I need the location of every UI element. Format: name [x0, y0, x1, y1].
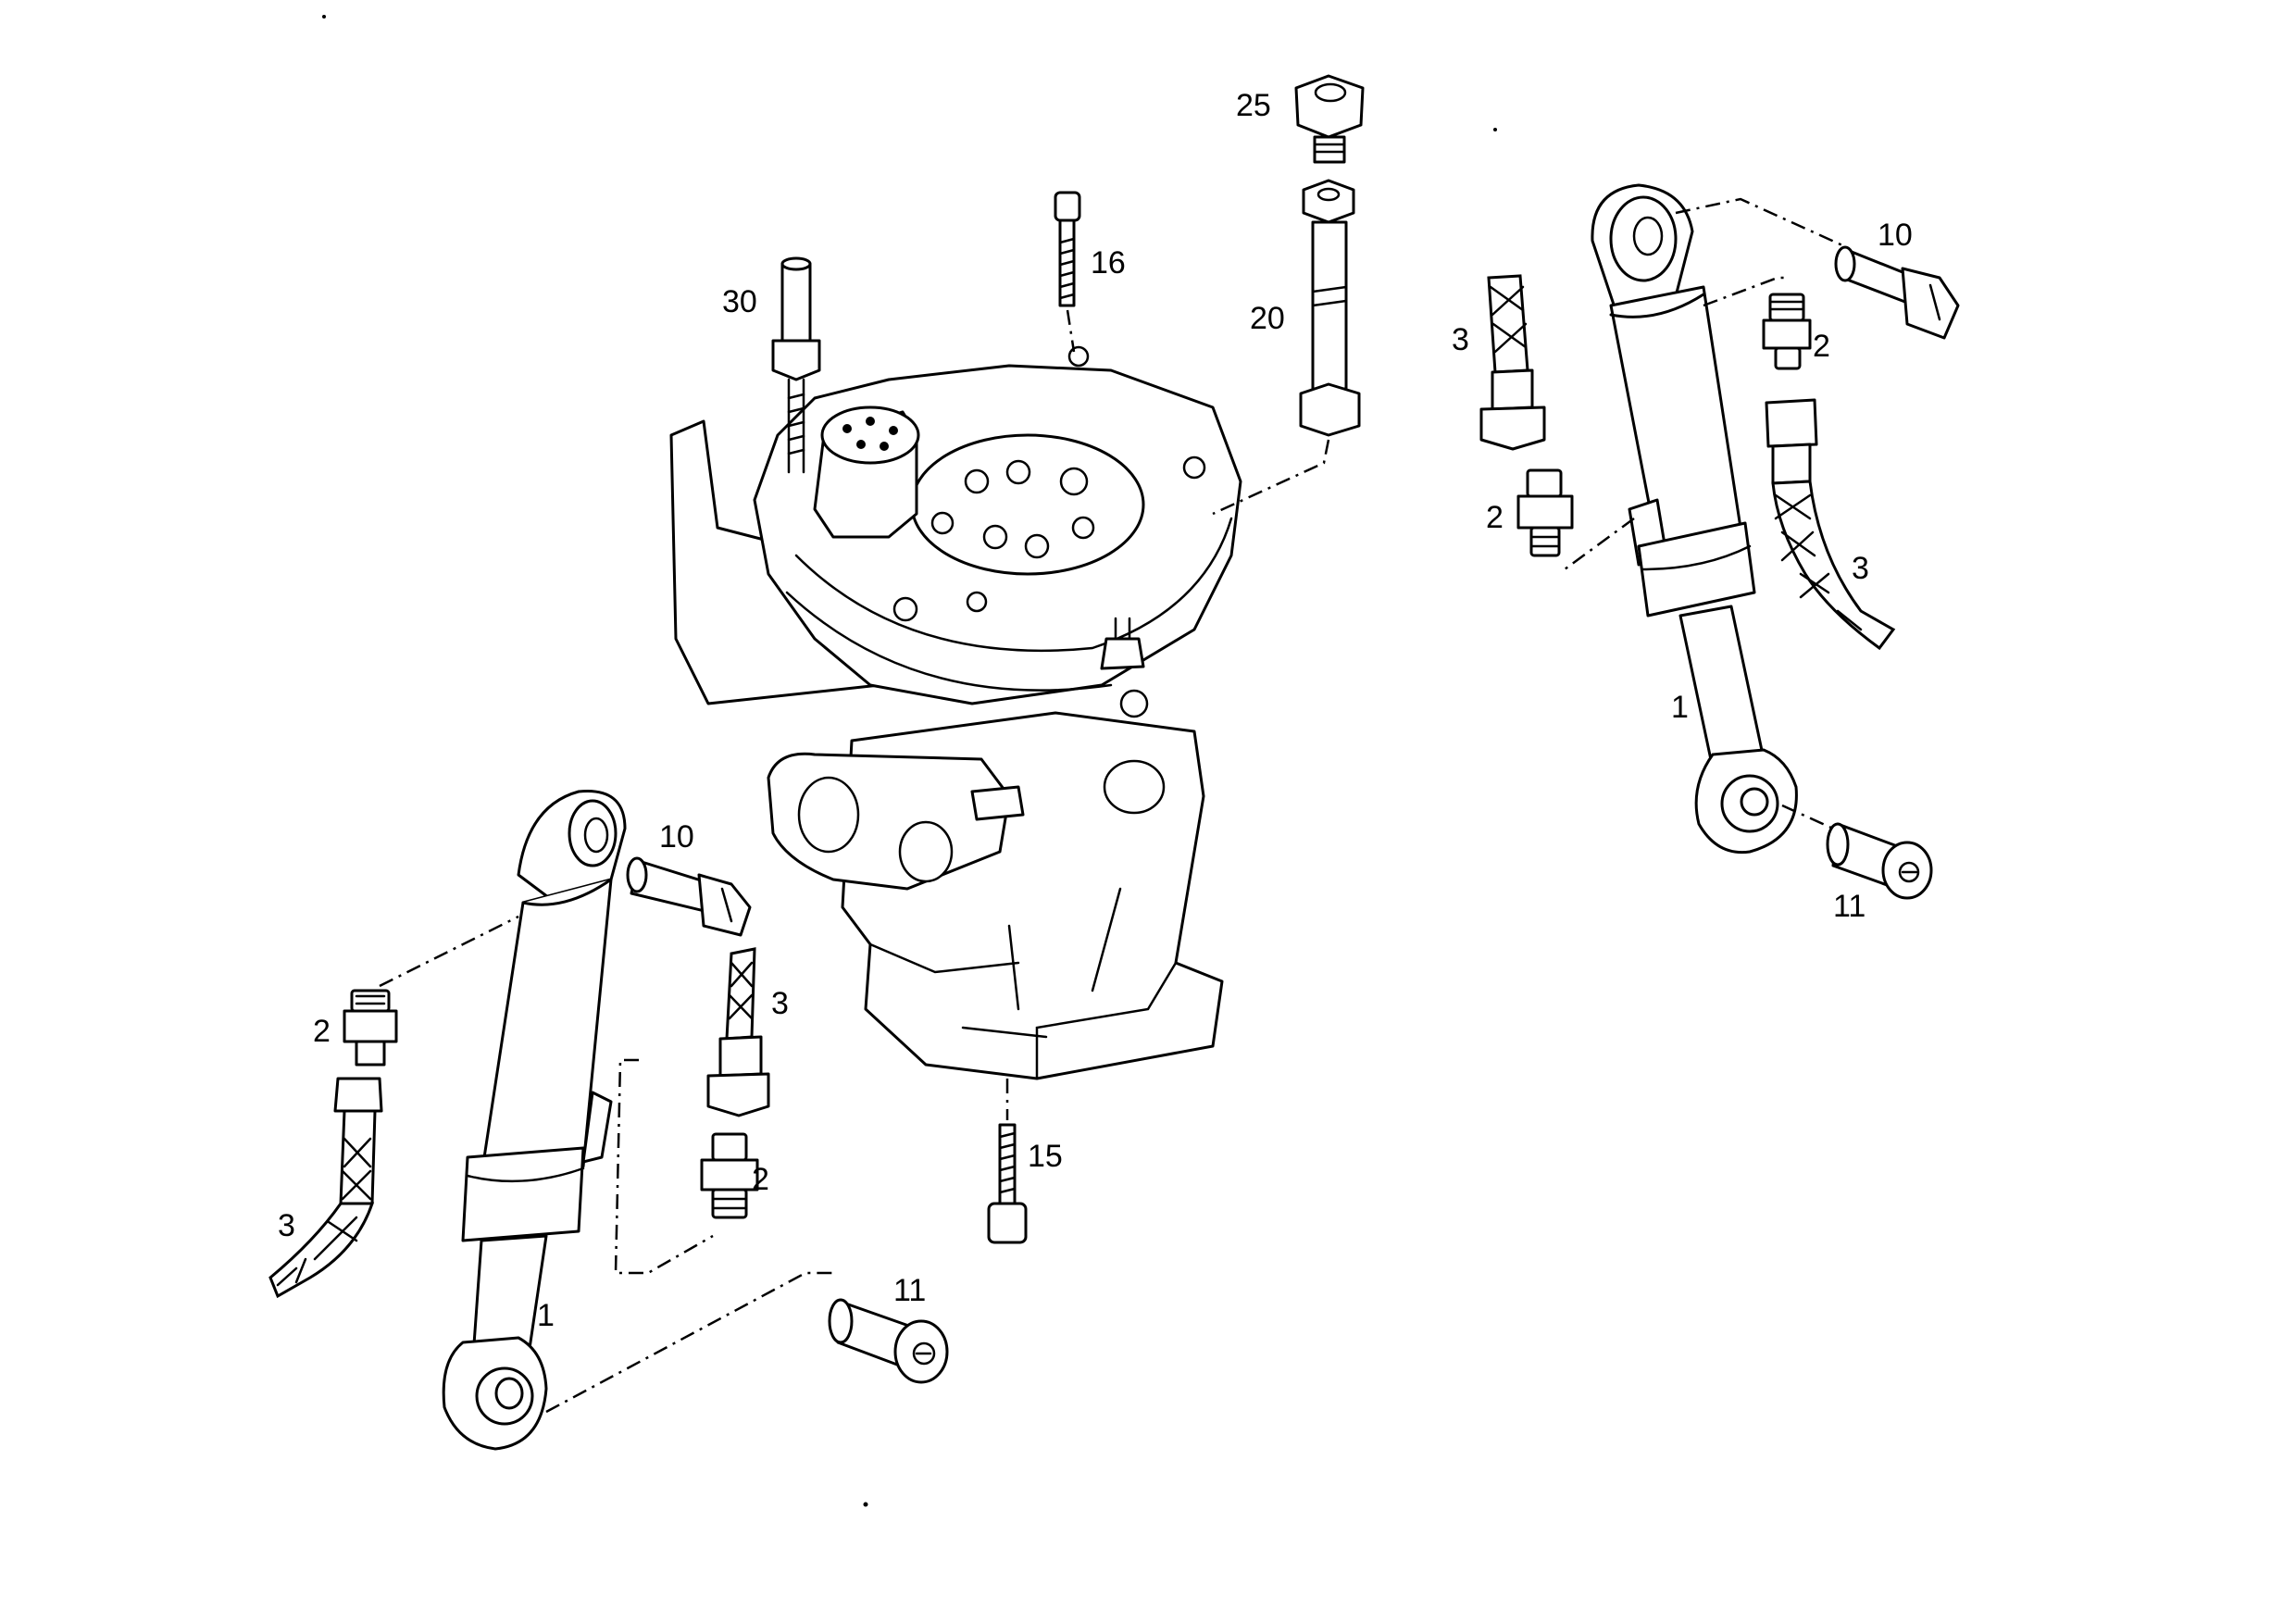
cap-screw-16 [1054, 191, 1081, 307]
stud-pin-30 [771, 256, 821, 474]
right-hydraulic-cylinder [1591, 183, 1798, 855]
right-callout-3-right: 3 [1852, 551, 1869, 586]
right-leader-lines [1212, 197, 1843, 830]
hex-nut-25 [1294, 74, 1365, 164]
right-callout-10: 10 [1878, 218, 1913, 253]
right-callout-2-lower: 2 [1486, 500, 1504, 535]
callout-25: 25 [1236, 88, 1271, 123]
left-callout-3-upper: 3 [771, 986, 789, 1021]
left-callout-11: 11 [893, 1273, 926, 1308]
right-hose-3-right [1765, 398, 1896, 651]
left-clevis-pin-10 [626, 856, 752, 937]
top-leader-lines [1005, 309, 1076, 1120]
left-hydraulic-cylinder [442, 790, 627, 1451]
left-hose-3-upper [706, 947, 770, 1117]
right-clevis-pin-10 [1834, 245, 1960, 340]
left-leader-lines [379, 915, 833, 1414]
left-callout-3-lower: 3 [278, 1208, 295, 1243]
right-callout-1: 1 [1671, 690, 1689, 725]
right-fitting-2-upper [1762, 293, 1812, 370]
left-callout-1: 1 [537, 1298, 555, 1333]
callout-30: 30 [722, 284, 757, 319]
left-fitting-2-upper [343, 989, 398, 1067]
right-hose-3-left [1479, 274, 1546, 451]
scan-speck [1493, 128, 1497, 131]
left-callout-2-upper: 2 [313, 1014, 331, 1049]
left-hose-3-lower [268, 1077, 383, 1299]
right-fitting-2-lower [1516, 468, 1574, 557]
coupling-rod-20 [1299, 179, 1361, 437]
left-callout-10: 10 [659, 819, 694, 855]
left-callout-2-lower: 2 [752, 1162, 769, 1197]
scan-speck [322, 15, 326, 19]
right-callout-11: 11 [1833, 889, 1866, 924]
left-fitting-2-lower [700, 1132, 759, 1219]
callout-16: 16 [1091, 245, 1126, 281]
swivel-housing [669, 345, 1242, 1080]
left-pin-11 [828, 1298, 949, 1384]
cap-screw-15 [987, 1123, 1028, 1244]
right-callout-2-upper: 2 [1813, 329, 1830, 364]
right-callout-3-left: 3 [1452, 322, 1469, 357]
callout-15: 15 [1028, 1139, 1063, 1174]
callout-20: 20 [1250, 301, 1285, 336]
right-pin-11 [1826, 822, 1933, 900]
scan-speck [863, 1502, 868, 1507]
